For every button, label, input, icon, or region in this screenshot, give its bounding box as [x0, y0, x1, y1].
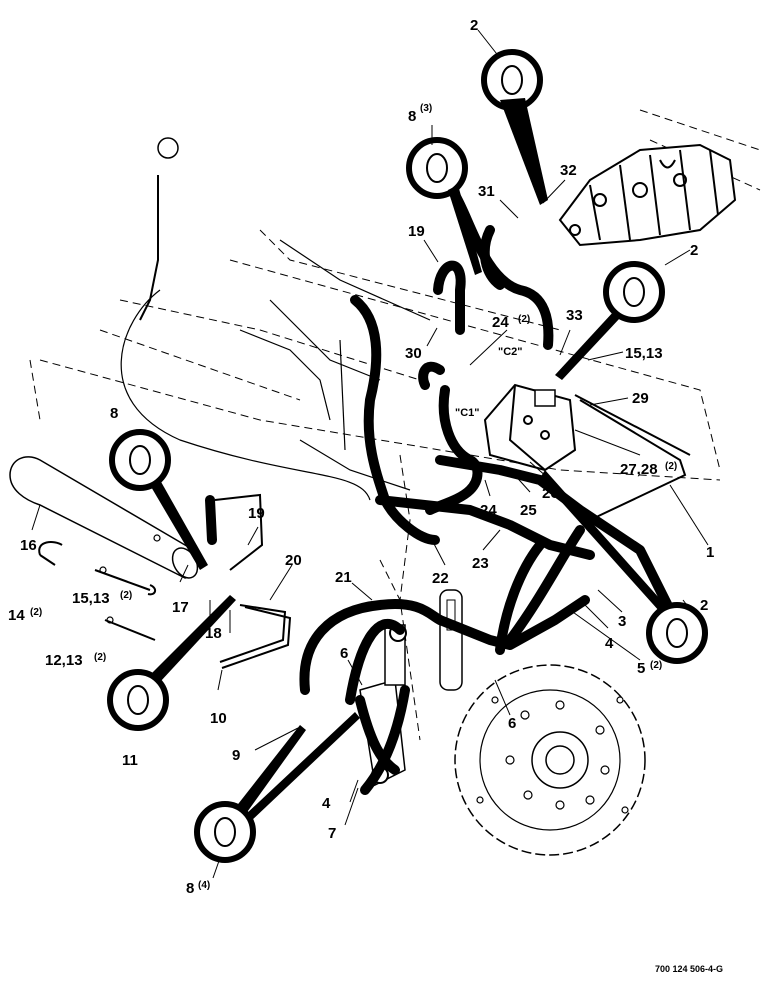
- callout-30: 30: [405, 345, 422, 362]
- callout-12-13-qty: (2): [94, 652, 106, 663]
- callout-labels: 2 8 (3) 32 31 19 2 24 (2) 33 30 15,13 29…: [8, 17, 714, 897]
- callout-32: 32: [560, 162, 577, 179]
- callout-2-top: 2: [470, 17, 478, 34]
- hydraulic-pump: [558, 143, 737, 247]
- callout-20: 20: [285, 552, 302, 569]
- callout-26: 26: [542, 485, 559, 502]
- callout-33: 33: [566, 307, 583, 324]
- callout-8-3-qty: (3): [420, 103, 432, 114]
- callout-8-left: 8: [110, 405, 118, 422]
- callout-6-mid: 6: [508, 715, 516, 732]
- callout-12-13: 12,13: [45, 652, 83, 669]
- callout-2-right: 2: [690, 242, 698, 259]
- callout-11: 11: [122, 752, 138, 769]
- callout-27-28: 27,28: [620, 461, 658, 478]
- callout-15-13-right: 15,13: [625, 345, 663, 362]
- steel-lines: [120, 137, 691, 669]
- callout-25: 25: [520, 502, 537, 519]
- port-label-c1: "C1": [455, 407, 480, 419]
- callout-5: 5: [637, 660, 645, 677]
- bubble-right: [555, 261, 665, 380]
- callout-7: 7: [328, 825, 336, 842]
- callout-9: 9: [232, 747, 240, 764]
- callout-3: 3: [618, 613, 626, 630]
- callout-bubbles: [107, 49, 708, 863]
- mounting-clamps: [38, 541, 156, 641]
- callout-15-13-left: 15,13: [72, 590, 110, 607]
- lift-cylinder-right: [439, 589, 463, 691]
- control-valve: [483, 383, 577, 472]
- callout-8-3: 8: [408, 108, 416, 125]
- callout-17: 17: [172, 599, 189, 616]
- hydraulic-hoses: [205, 190, 675, 795]
- port-label-c2: "C2": [498, 346, 523, 358]
- callout-4-low: 4: [322, 795, 331, 812]
- callout-8-4: 8: [186, 880, 194, 897]
- bubble-8-left: [109, 429, 208, 570]
- callout-16: 16: [20, 537, 37, 554]
- callout-4-right: 4: [605, 635, 614, 652]
- bubble-8-3: [406, 137, 482, 275]
- callout-8-4-qty: (4): [198, 880, 210, 891]
- callout-24-2: 24: [492, 314, 509, 331]
- callout-1: 1: [706, 544, 714, 561]
- callout-19-top: 19: [408, 223, 425, 240]
- callout-27-28-qty: (2): [665, 461, 677, 472]
- callout-15-13-left-qty: (2): [120, 590, 132, 601]
- callout-18: 18: [205, 625, 222, 642]
- drawing-number: 700 124 506-4-G: [655, 964, 723, 974]
- callout-24-2-qty: (2): [518, 314, 530, 325]
- callout-24: 24: [480, 502, 497, 519]
- callout-31: 31: [478, 183, 495, 200]
- callout-23: 23: [472, 555, 489, 572]
- callout-2-lower: 2: [700, 597, 708, 614]
- bubble-top: [481, 49, 548, 205]
- bubble-8-4: [194, 712, 360, 863]
- bubble-11: [107, 595, 236, 731]
- wheel-hub: [454, 664, 646, 856]
- callout-29: 29: [632, 390, 649, 407]
- callout-5-qty: (2): [650, 660, 662, 671]
- callout-19-left: 19: [248, 505, 265, 522]
- callout-14: 14: [8, 607, 25, 624]
- callout-21: 21: [335, 569, 352, 586]
- callout-6-top: 6: [340, 645, 348, 662]
- leader-lines: [31, 29, 709, 879]
- callout-22: 22: [432, 570, 449, 587]
- bubble-2-lower: [540, 470, 708, 664]
- callout-14-qty: (2): [30, 607, 42, 618]
- callout-10: 10: [210, 710, 227, 727]
